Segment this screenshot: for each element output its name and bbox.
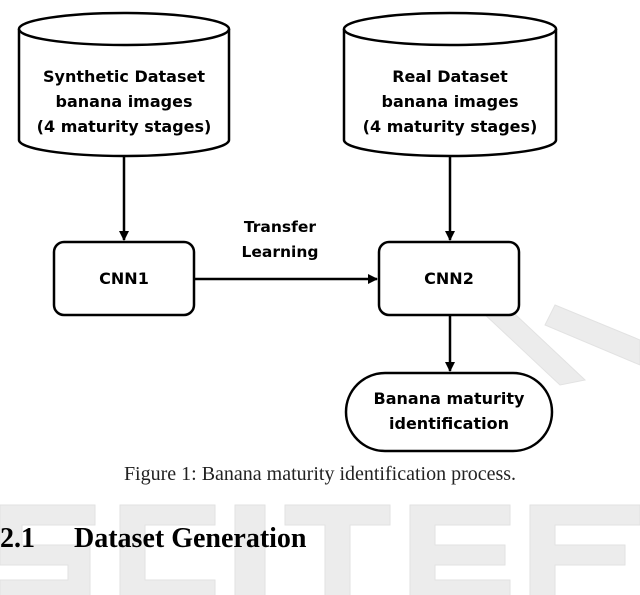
synthetic-dataset-line-3: (4 maturity stages) (36, 117, 212, 136)
real-dataset-label: Real Dataset banana images (4 maturity s… (344, 64, 556, 139)
transfer-learning-line-2: Learning (241, 243, 319, 261)
transfer-learning-line-1: Transfer (243, 218, 317, 236)
cnn1-label: CNN1 (99, 269, 149, 288)
synthetic-dataset-cylinder (17, 11, 231, 158)
synthetic-dataset-line-2: banana images (55, 92, 193, 111)
real-dataset-line-1: Real Dataset (392, 67, 508, 86)
output-label: Banana maturity identification (346, 386, 552, 436)
output-node (344, 371, 554, 453)
real-dataset-line-2: banana images (381, 92, 519, 111)
flow-diagram (17, 11, 558, 453)
synthetic-dataset-line-1: Synthetic Dataset (43, 67, 205, 86)
real-dataset-cylinder (342, 11, 558, 158)
real-dataset-line-3: (4 maturity stages) (362, 117, 538, 136)
transfer-learning-label: Transfer Learning (215, 215, 345, 265)
output-line-1: Banana maturity (373, 389, 525, 408)
cnn2-box (377, 240, 521, 317)
cnn1-box (52, 240, 196, 317)
cnn2-label: CNN2 (424, 269, 474, 288)
synthetic-dataset-label: Synthetic Dataset banana images (4 matur… (19, 64, 229, 139)
section-title: Dataset Generation (74, 523, 307, 554)
section-number: 2.1 (0, 523, 35, 554)
section-heading: 2.1 Dataset Generation (0, 523, 307, 555)
output-line-2: identification (389, 414, 509, 433)
figure-caption: Figure 1: Banana maturity identification… (123, 463, 517, 485)
